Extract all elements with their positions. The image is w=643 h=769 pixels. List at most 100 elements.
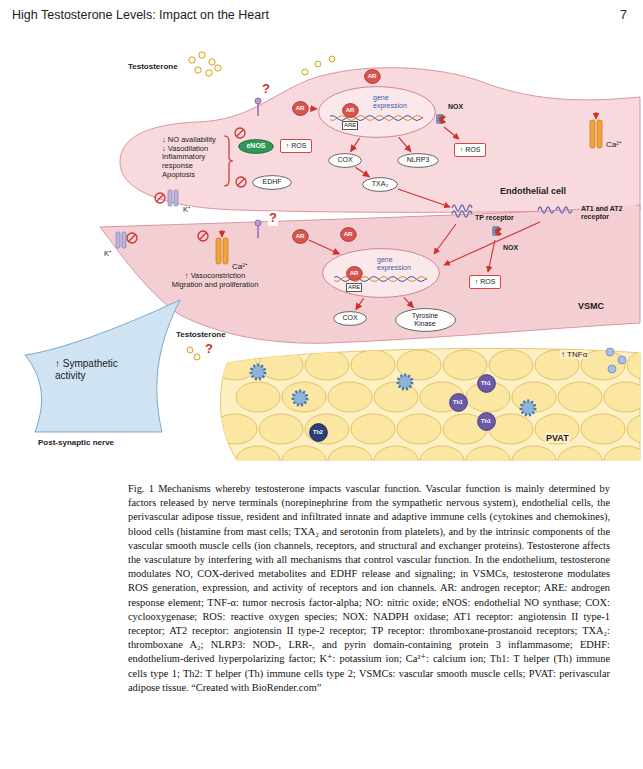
figure-caption: Fig. 1 Mechanisms whereby testosterone i… — [128, 482, 610, 695]
adipocyte — [489, 350, 533, 380]
node-text: COX — [342, 314, 357, 322]
enzyme-label: NOX — [448, 103, 463, 111]
node-outline — [395, 309, 455, 332]
question-mark: ? — [262, 82, 270, 97]
adipocyte — [512, 446, 556, 476]
node-outline — [220, 348, 640, 460]
immune-cells — [251, 365, 535, 415]
adipocyte — [489, 414, 533, 444]
signal-arrows — [444, 222, 540, 265]
adipocyte — [397, 350, 441, 380]
immune-cell: Th1 — [449, 393, 468, 412]
calcium-channel — [223, 238, 228, 264]
adipocyte — [466, 446, 510, 476]
enzyme-oval: NLRP3 — [397, 153, 439, 168]
node-outline — [455, 144, 486, 157]
inhibition-marks — [235, 128, 245, 138]
adipocyte — [558, 446, 602, 476]
adipocyte — [305, 350, 349, 380]
inhibition-marks — [129, 235, 136, 242]
tnf-molecules — [618, 356, 626, 364]
inhibition-marks — [235, 128, 245, 138]
adipocyte — [351, 350, 395, 380]
nucleus: ARgene expressionARE — [318, 86, 436, 138]
ion-label: K⁺ — [104, 250, 112, 259]
node-text: AR — [296, 233, 305, 240]
adipocyte — [627, 350, 643, 380]
enzyme-oval: eNOS — [238, 139, 274, 154]
unknown-receptor — [255, 98, 261, 238]
receptor-circle: AR — [292, 101, 309, 116]
receptor-label: TP receptor — [474, 214, 515, 222]
arrow-connector — [351, 138, 360, 151]
immune-cells — [293, 391, 307, 405]
running-header: High Testosterone Levels: Impact on the … — [12, 8, 269, 22]
receptor-coils — [556, 207, 572, 213]
node-text: AR — [350, 270, 359, 277]
node-outline — [281, 140, 312, 153]
testosterone-molecules — [329, 56, 335, 62]
testosterone-molecules — [302, 69, 308, 75]
enzyme-label: NOX — [503, 244, 518, 252]
node-text: Endothelial cell — [500, 186, 566, 196]
adipocyte — [420, 446, 464, 476]
node-text: TXA₂ — [372, 180, 388, 188]
dna-strand — [330, 116, 423, 121]
adipocyte — [443, 350, 487, 380]
ros-box: ↑ ROS — [454, 143, 486, 157]
receptor-coils — [538, 207, 554, 213]
node-text: ↑ Sympathetic activity — [55, 358, 143, 381]
adipocyte — [236, 382, 280, 412]
node-text: AR — [344, 231, 353, 238]
node-outline — [334, 311, 367, 325]
node-text: COX — [337, 156, 352, 164]
testosterone-molecules — [189, 57, 195, 63]
adipocyte — [604, 446, 643, 476]
inhibition-marks — [127, 128, 246, 243]
immune-cells — [521, 401, 535, 415]
adipocyte — [558, 382, 602, 412]
calcium-channel — [590, 120, 595, 148]
adipocyte — [259, 414, 303, 444]
unknown-receptor — [257, 226, 259, 238]
adipocyte — [374, 382, 418, 412]
arrow-connector — [399, 137, 411, 151]
testosterone-molecules — [199, 52, 205, 58]
node-text: AR — [368, 73, 377, 80]
adipocyte — [213, 414, 257, 444]
immune-cell: Th1 — [477, 374, 496, 393]
node-text: NLRP3 — [407, 156, 430, 164]
inhibition-marks — [198, 231, 208, 241]
node-outline — [120, 68, 640, 213]
node-text: Th1 — [481, 418, 491, 424]
node-text: VSMC — [578, 301, 604, 311]
node-outline — [25, 300, 180, 432]
receptor-circle: AR — [346, 266, 363, 281]
arrow-connector — [309, 240, 340, 254]
potassium-channel — [116, 232, 120, 248]
potassium-channel — [116, 190, 178, 248]
adipocyte — [627, 414, 643, 444]
node-outline — [364, 69, 380, 83]
immune-cells — [251, 365, 265, 379]
node-text: Th2 — [313, 429, 323, 435]
testosterone-molecules — [187, 347, 193, 353]
node-text: ↑ ROS — [475, 278, 496, 286]
adipocyte — [374, 446, 418, 476]
dna-strand — [330, 116, 423, 121]
node-outline — [20, 300, 200, 455]
node-outline — [329, 153, 362, 167]
potassium-channel — [122, 232, 126, 248]
node-outline — [292, 101, 308, 115]
node-outline — [470, 276, 501, 289]
calcium-channel — [216, 238, 221, 264]
receptor-coils — [452, 211, 472, 217]
signal-arrows — [434, 224, 456, 254]
adipocyte — [282, 382, 326, 412]
inhibition-marks — [200, 233, 207, 240]
arrow-connector — [404, 297, 414, 307]
unknown-receptor — [255, 220, 261, 226]
enzyme-oval: Tyrosine Kinase — [395, 308, 456, 332]
node-text: ↑ ROS — [460, 146, 481, 154]
cytokine-label: ↑ TNFα — [560, 350, 588, 359]
